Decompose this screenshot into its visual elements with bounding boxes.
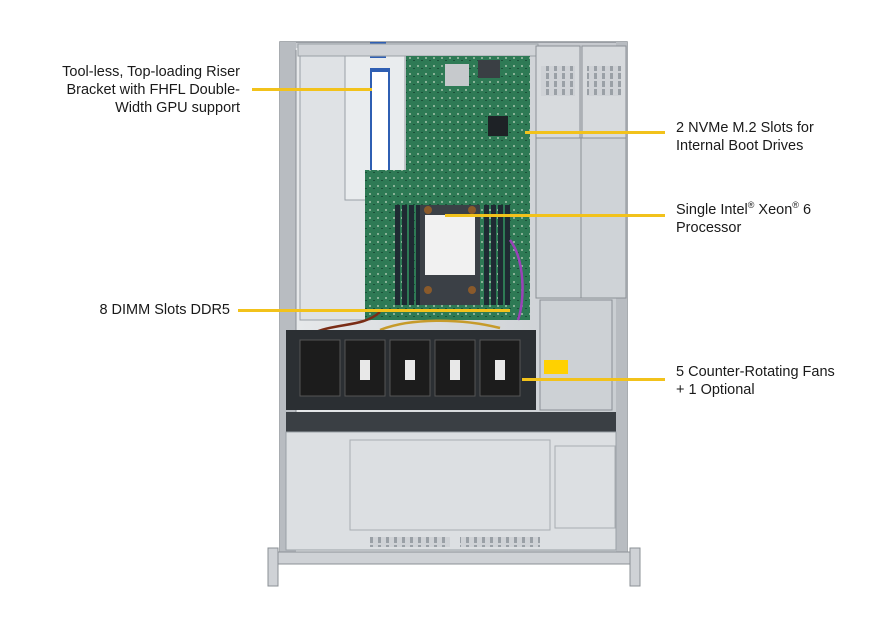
callout-processor: Single Intel® Xeon® 6 Processor [676,201,811,237]
callout-cpu-prefix: Single Intel [676,202,748,218]
callout-cpu-line-2: Processor [676,220,742,236]
callout-fans-line-2: + 1 Optional [676,382,755,398]
power-supplies [535,45,627,299]
dimm-leader-line [238,309,510,312]
callout-nvme-slots: 2 NVMe M.2 Slots for Internal Boot Drive… [676,119,814,155]
callout-nvme-line-1: 2 NVMe M.2 Slots for [676,120,814,136]
callout-fans-line-1: 5 Counter-Rotating Fans [676,364,835,380]
fans-leader-line [522,378,665,381]
callout-riser-line-1: Tool-less, Top-loading Riser [62,64,240,80]
callout-cpu-suffix: 6 [798,202,812,218]
riser-leader-line [252,88,372,91]
callout-riser-line-2: Bracket with FHFL Double- [66,82,240,98]
fan-tray [286,299,613,411]
callout-riser-bracket: Tool-less, Top-loading Riser Bracket wit… [14,63,240,117]
registered-mark-2: ® [792,200,799,210]
nvme-leader-line [525,131,665,134]
cpu-heatsink [420,205,480,305]
callout-riser-line-3: Width GPU support [115,100,240,116]
registered-mark-1: ® [747,200,755,210]
callout-nvme-line-2: Internal Boot Drives [676,138,804,154]
callout-cpu-line-1: Single Intel® Xeon® 6 [676,201,811,219]
dimm-slots [395,205,510,305]
front-drive-area [267,412,641,587]
callout-dimm-slots: 8 DIMM Slots DDR5 [40,301,230,319]
callout-cpu-mid: Xeon [754,202,793,218]
callout-dimm-line-1: 8 DIMM Slots DDR5 [99,302,230,318]
cpu-leader-line [445,214,665,217]
callout-fans: 5 Counter-Rotating Fans + 1 Optional [676,363,835,399]
